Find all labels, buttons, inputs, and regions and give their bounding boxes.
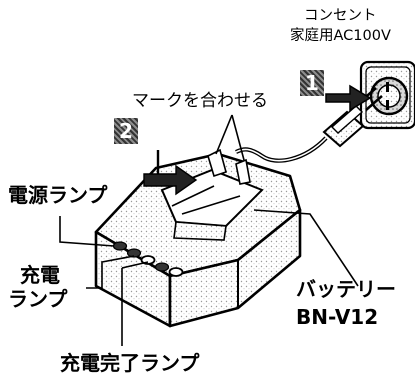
- align-mark-label: マークを合わせる: [132, 91, 268, 111]
- charger-body: [94, 148, 302, 328]
- battery-leader: [253, 209, 359, 287]
- align-mark-leader: [215, 114, 233, 155]
- power-lamp-label: 電源ランプ: [8, 183, 108, 207]
- power-lamp-leader: [59, 216, 115, 247]
- battery-label-line1: バッテリー: [296, 277, 396, 301]
- charge-lamp-label-line1: 充電: [20, 263, 60, 287]
- charge-lamp-leader: [86, 255, 135, 289]
- indicator-lamps: [112, 241, 184, 277]
- step2-badge: 2: [114, 118, 138, 144]
- step1-arrow: [325, 84, 372, 112]
- charge-lamp-label-line2: ランプ: [8, 287, 68, 311]
- charge-complete-lamp-label: 充電完了ランプ: [60, 351, 200, 375]
- battery-label-line2: BN-V12: [296, 305, 379, 329]
- step2-arrow: [143, 150, 198, 196]
- step1-badge: 1: [300, 70, 324, 96]
- power-plug: [322, 87, 383, 148]
- wall-outlet: [359, 60, 415, 130]
- outlet-label-line2: 家庭用AC100V: [290, 28, 391, 44]
- outlet-label-line1: コンセント: [304, 8, 377, 24]
